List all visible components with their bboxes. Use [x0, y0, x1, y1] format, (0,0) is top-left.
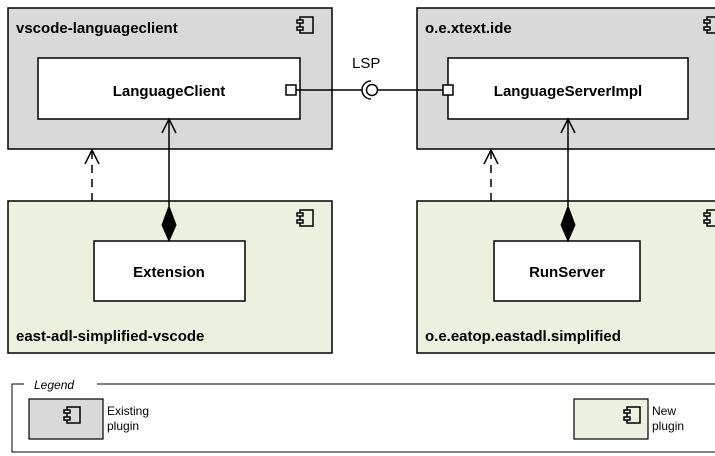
lsp-interface: LSP: [296, 55, 443, 100]
legend: Legend Existing plugin New plugin: [11, 378, 715, 453]
legend-new-swatch: [573, 398, 649, 440]
package-east-adl-simplified-vscode[interactable]: Extension east-adl-simplified-vscode: [7, 200, 333, 354]
port-square: [285, 84, 297, 96]
component-extension[interactable]: Extension: [93, 240, 246, 302]
component-label: Extension: [133, 264, 205, 281]
arrowhead: [560, 117, 576, 134]
package-title: vscode-languageclient: [16, 20, 178, 37]
required-interface-socket: [361, 80, 372, 100]
component-languageserverimpl[interactable]: LanguageServerImpl: [447, 57, 689, 120]
provided-interface-ball: [365, 83, 379, 97]
component-runserver[interactable]: RunServer: [493, 240, 641, 302]
dependency-eastadl-vscode: [84, 148, 100, 201]
component-label: LanguageServerImpl: [494, 83, 642, 100]
legend-new-line2: plugin: [652, 419, 684, 433]
composition-diamond: [560, 204, 576, 243]
lsp-label: LSP: [352, 55, 380, 72]
package-vscode-languageclient[interactable]: vscode-languageclient LanguageClient: [7, 7, 333, 150]
composition-extension-languageclient: [161, 117, 177, 243]
arrowhead: [84, 148, 100, 165]
port-square: [442, 84, 454, 96]
dependency-eatop-xtext: [483, 148, 499, 201]
composition-runserver-languageserverimpl: [560, 117, 576, 243]
component-label: RunServer: [529, 264, 605, 281]
legend-new: New plugin: [573, 398, 684, 440]
arrowhead: [161, 117, 177, 134]
package-title: east-adl-simplified-vscode: [16, 328, 204, 345]
component-languageclient[interactable]: LanguageClient: [37, 57, 301, 120]
legend-existing-line1: Existing: [107, 404, 149, 418]
composition-diamond: [161, 204, 177, 243]
package-title: o.e.eatop.eastadl.simplified: [425, 328, 621, 345]
package-xtext-ide[interactable]: o.e.xtext.ide LanguageServerImpl: [416, 7, 715, 150]
legend-existing: Existing plugin: [28, 398, 149, 440]
legend-existing-line2: plugin: [107, 419, 139, 433]
component-label: LanguageClient: [113, 83, 226, 100]
legend-new-line1: New: [652, 404, 676, 418]
legend-title: Legend: [34, 378, 74, 392]
arrowhead: [483, 148, 499, 165]
package-title: o.e.xtext.ide: [425, 20, 512, 37]
